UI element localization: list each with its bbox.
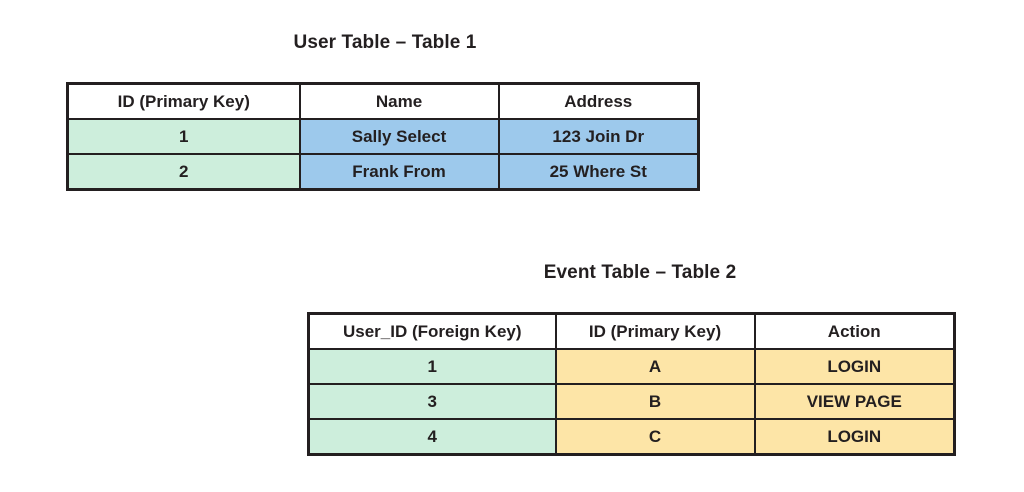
cell-user-id: 4: [308, 418, 557, 455]
cell-id: 2: [67, 153, 301, 190]
cell-address: 25 Where St: [497, 153, 699, 190]
column-header-id: ID (Primary Key): [67, 83, 301, 120]
cell-name: Frank From: [298, 153, 500, 190]
cell-name: Sally Select: [298, 118, 500, 155]
cell-address: 123 Join Dr: [497, 118, 699, 155]
column-header-name: Name: [298, 83, 500, 120]
table-row: 1 Sally Select 123 Join Dr: [67, 118, 699, 155]
cell-action: LOGIN: [753, 418, 955, 455]
column-header-address: Address: [497, 83, 699, 120]
cell-id: B: [554, 383, 756, 420]
cell-action: VIEW PAGE: [753, 383, 955, 420]
table-row: 1 A LOGIN: [308, 348, 955, 385]
table-row: 2 Frank From 25 Where St: [67, 153, 699, 190]
cell-id: A: [554, 348, 756, 385]
cell-id: C: [554, 418, 756, 455]
user-table: ID (Primary Key) Name Address 1 Sally Se…: [66, 82, 700, 191]
table-header-row: User_ID (Foreign Key) ID (Primary Key) A…: [308, 313, 955, 350]
cell-user-id: 3: [308, 383, 557, 420]
cell-user-id: 1: [308, 348, 557, 385]
cell-id: 1: [67, 118, 301, 155]
column-header-action: Action: [753, 313, 955, 350]
column-header-user-id: User_ID (Foreign Key): [308, 313, 557, 350]
table-header-row: ID (Primary Key) Name Address: [67, 83, 699, 120]
event-table-title: Event Table – Table 2: [543, 262, 737, 283]
table-row: 3 B VIEW PAGE: [308, 383, 955, 420]
column-header-id: ID (Primary Key): [554, 313, 756, 350]
table-row: 4 C LOGIN: [308, 418, 955, 455]
user-table-title: User Table – Table 1: [293, 32, 477, 53]
cell-action: LOGIN: [753, 348, 955, 385]
event-table: User_ID (Foreign Key) ID (Primary Key) A…: [307, 312, 956, 456]
